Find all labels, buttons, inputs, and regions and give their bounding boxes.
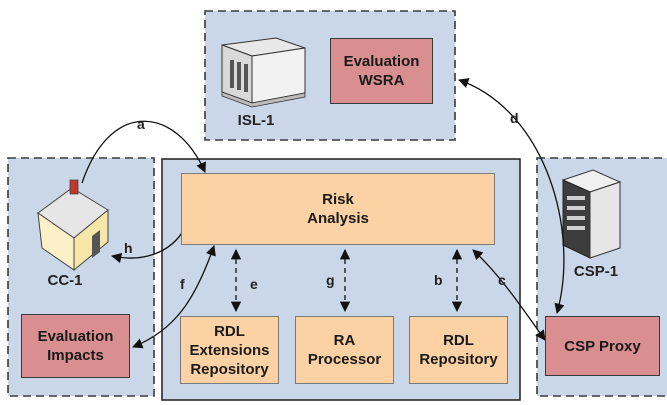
ra-processor-text: RA Processor (307, 332, 382, 368)
csp-proxy-text: CSP Proxy (564, 337, 641, 355)
cc-label: CC-1 (47, 272, 83, 289)
rdl-extensions-repository-box: RDL Extensions Repository (180, 316, 279, 384)
risk-analysis-box: Risk Analysis (181, 173, 495, 245)
rdl-repository-text: RDL Repository (419, 332, 498, 368)
evaluation-wsra-box: Evaluation WSRA (330, 38, 433, 104)
edge-label-c: c (498, 272, 506, 288)
edge-label-b: b (434, 272, 443, 288)
edge-c (472, 249, 546, 341)
library-building-icon (221, 37, 306, 108)
evaluation-impacts-box: Evaluation Impacts (21, 314, 130, 378)
edge-label-d: d (510, 110, 519, 126)
csp-proxy-box: CSP Proxy (545, 316, 660, 376)
isl-label: ISL-1 (237, 112, 275, 129)
edge-label-f: f (180, 276, 185, 292)
rdl-repository-box: RDL Repository (409, 316, 508, 384)
edge-label-g: g (326, 272, 335, 288)
evaluation-wsra-text: Evaluation WSRA (343, 53, 420, 89)
edge-d (458, 78, 565, 315)
edge-a (81, 120, 206, 184)
edge-f (132, 245, 216, 349)
ra-processor-box: RA Processor (295, 316, 394, 384)
evaluation-impacts-text: Evaluation Impacts (37, 328, 114, 364)
rdl-extensions-repository-text: RDL Extensions Repository (189, 322, 270, 378)
edge-label-e: e (250, 276, 258, 292)
edge-label-a: a (137, 116, 145, 132)
edge-label-h: h (124, 240, 133, 256)
risk-analysis-text: Risk Analysis (307, 191, 369, 227)
csp-label: CSP-1 (573, 263, 619, 280)
server-icon (561, 169, 622, 259)
house-icon (37, 179, 109, 272)
